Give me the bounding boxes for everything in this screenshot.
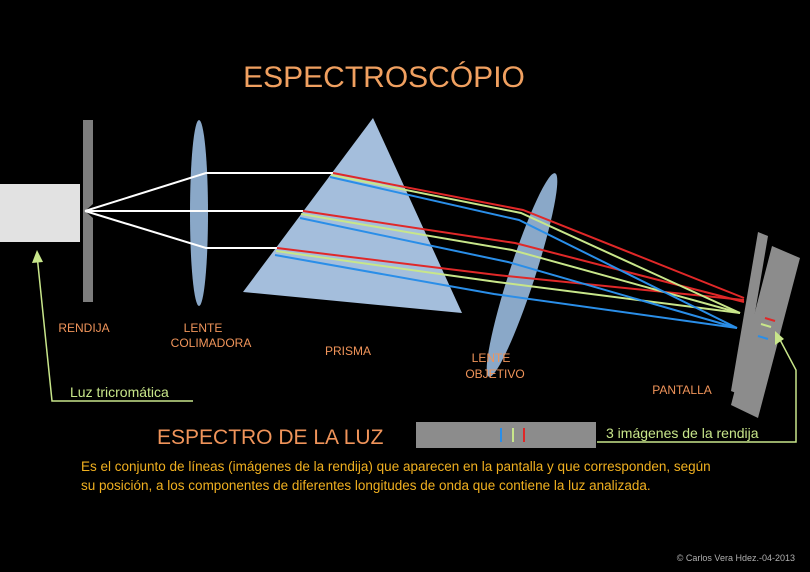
label-lente-colimadora-2: COLIMADORA xyxy=(171,336,252,350)
copyright: © Carlos Vera Hdez.-04-2013 xyxy=(677,553,795,563)
screen-line-red xyxy=(764,317,776,322)
spectrum-strip xyxy=(416,422,596,448)
callout-imagenes: 3 imágenes de la rendija xyxy=(597,331,797,443)
label-pantalla: PANTALLA xyxy=(652,383,712,397)
screen xyxy=(731,246,800,418)
screen-back xyxy=(731,232,768,395)
label-lente-colimadora-1: LENTE xyxy=(184,321,223,335)
spectrum-title: ESPECTRO DE LA LUZ xyxy=(157,426,384,449)
label-lente-objetivo-1: LENTE xyxy=(472,351,511,365)
label-rendija: RENDIJA xyxy=(58,321,109,335)
callout-luz-text: Luz tricromática xyxy=(70,384,169,400)
description-line-1: Es el conjunto de líneas (imágenes de la… xyxy=(81,459,711,474)
description-line-2: su posición, a los componentes de difere… xyxy=(81,478,651,493)
callout-luz: Luz tricromática xyxy=(32,250,193,402)
screen-line-blue xyxy=(757,335,769,340)
diagram-title: ESPECTROSCÓPIO xyxy=(243,61,525,94)
collimator-lens xyxy=(190,120,208,306)
blue-rays xyxy=(274,176,738,329)
slit xyxy=(83,120,93,302)
objective-lens xyxy=(486,173,558,377)
light-source xyxy=(0,184,80,242)
callout-imagenes-text: 3 imágenes de la rendija xyxy=(606,425,759,441)
screen-line-green xyxy=(760,323,772,328)
prism xyxy=(243,118,462,313)
label-lente-objetivo-2: OBJETIVO xyxy=(465,367,524,381)
label-prisma: PRISMA xyxy=(325,344,371,358)
white-rays xyxy=(84,172,333,249)
